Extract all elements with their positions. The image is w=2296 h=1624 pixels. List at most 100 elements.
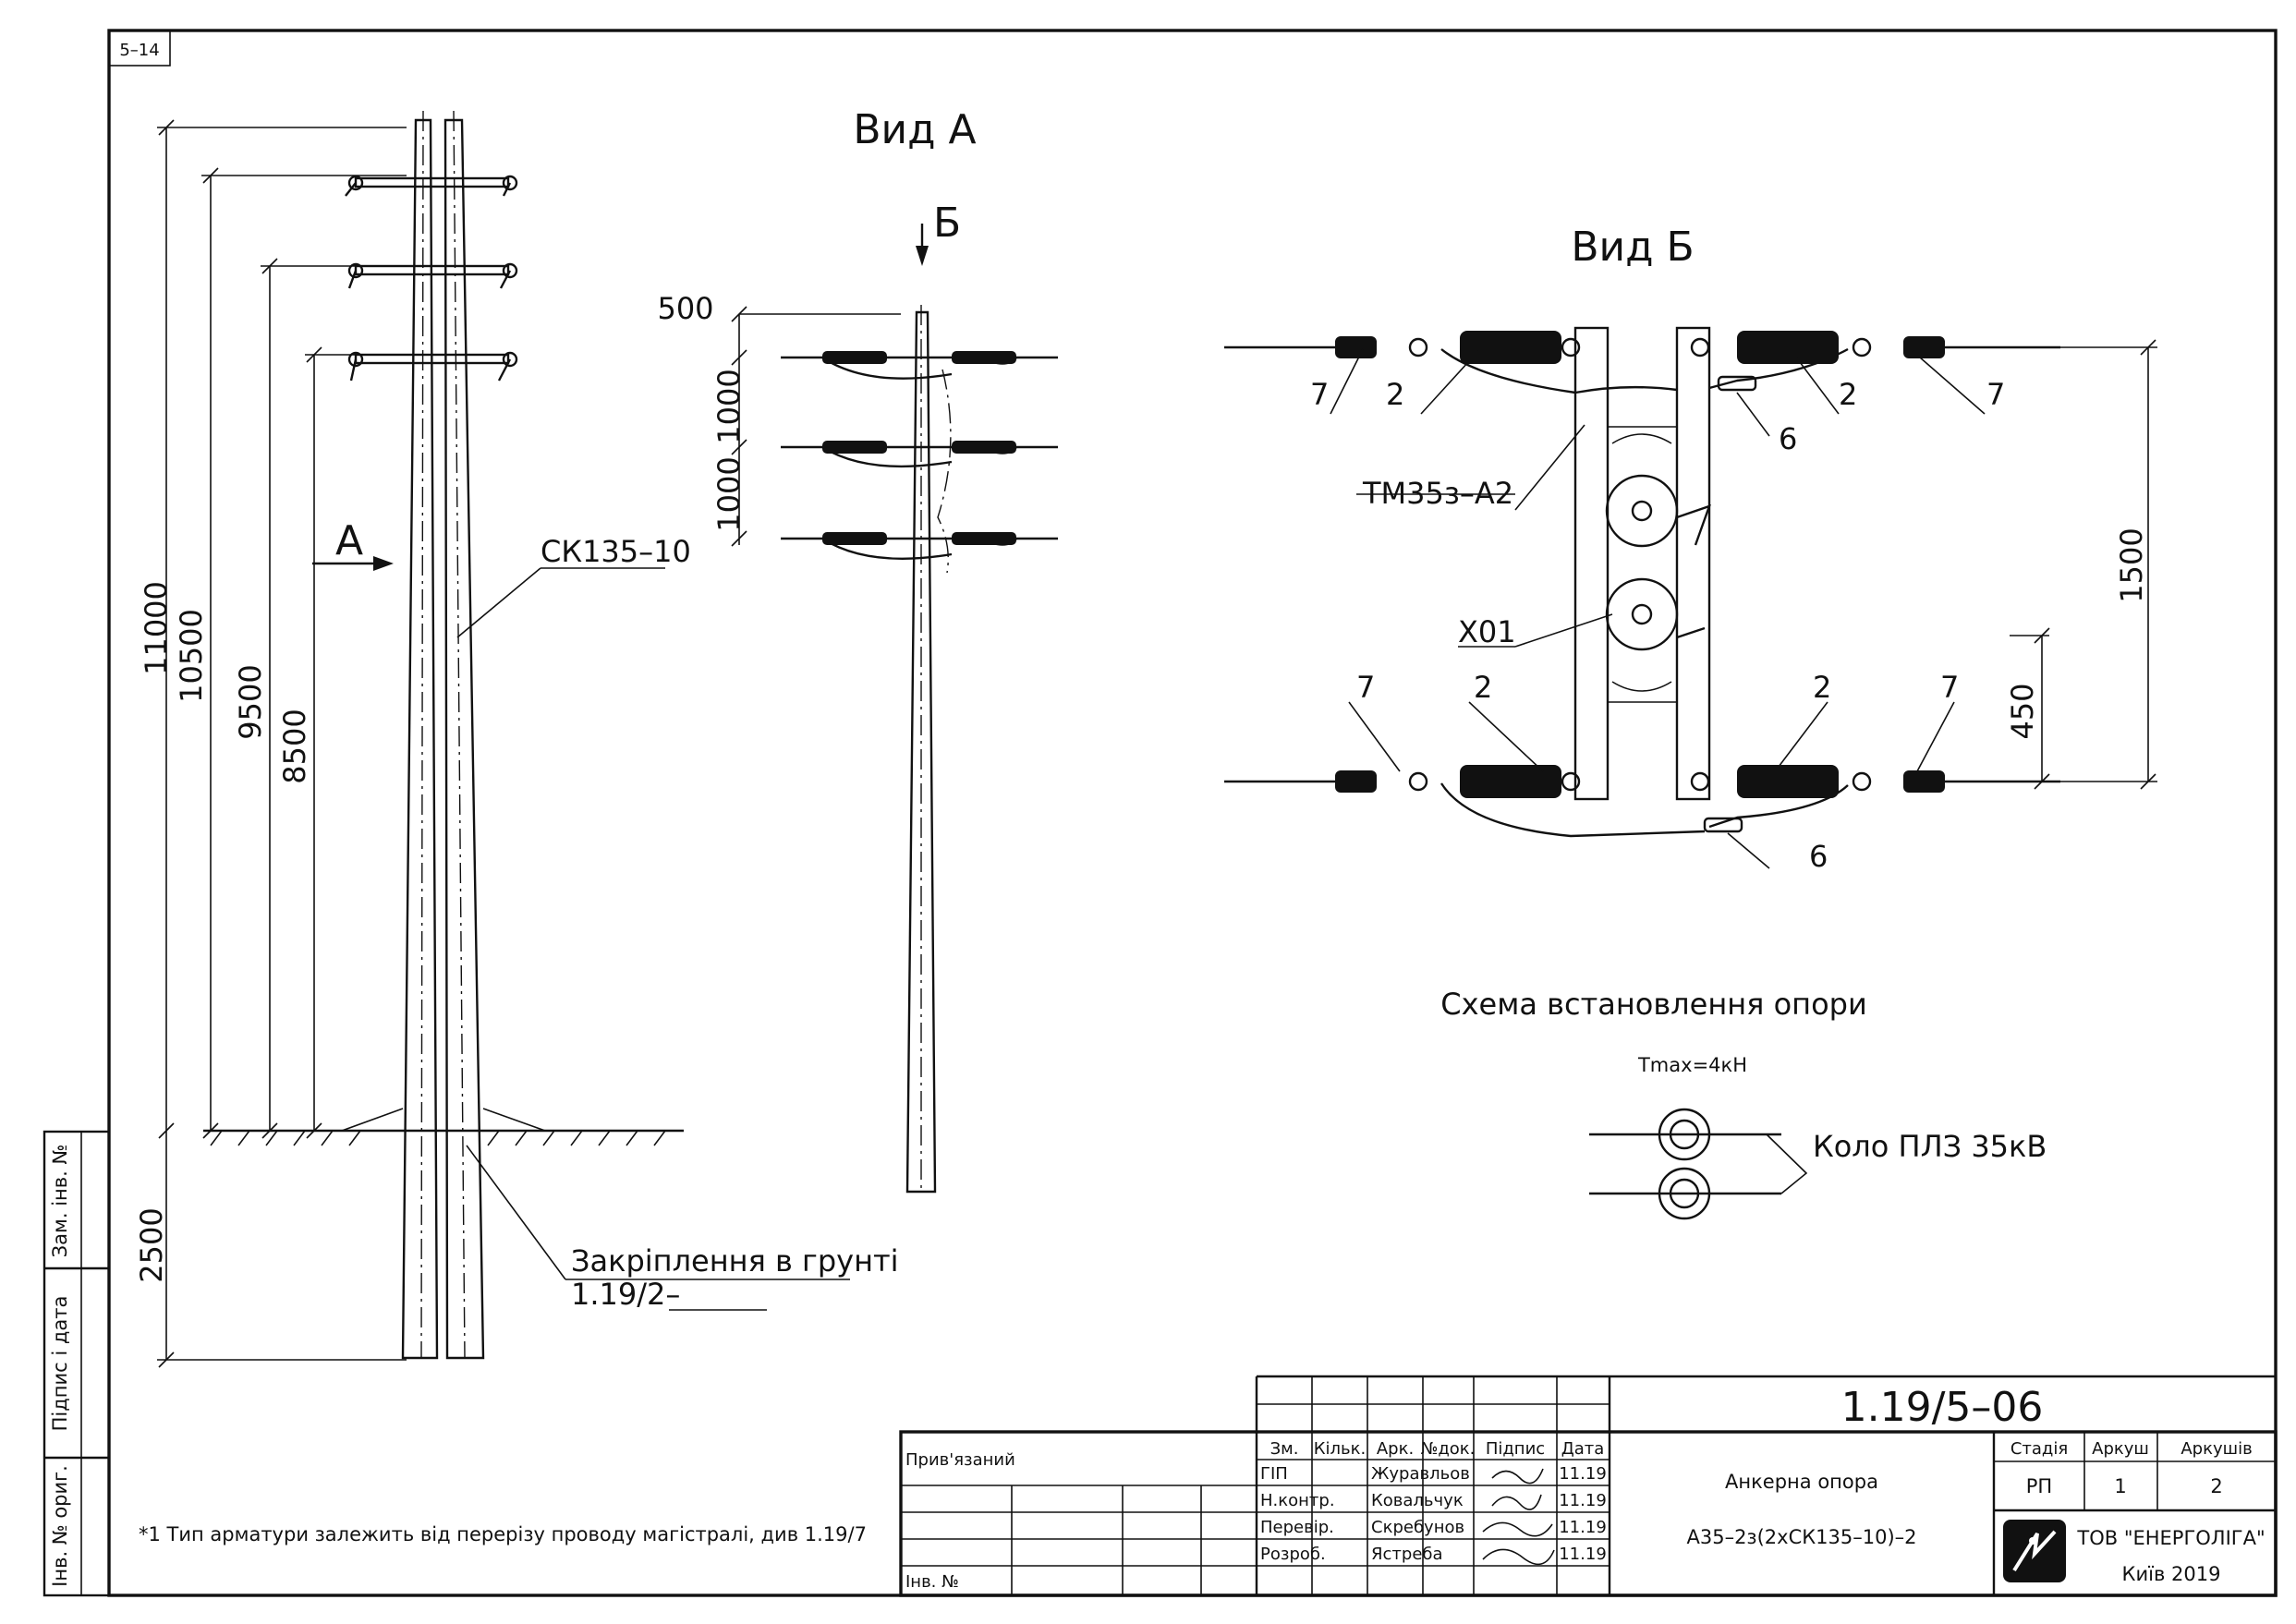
title-block: Прив'язаний Інв. № Зм. Кільк. Арк. №док.…	[899, 1375, 2278, 1597]
part-7-top-left: 7	[1310, 377, 1329, 412]
sheet-code: 5–14	[119, 41, 159, 60]
signature-mark	[1482, 1521, 1553, 1537]
part-2-bottom-left: 2	[1474, 670, 1492, 705]
part-7-top-right: 7	[1986, 377, 2005, 412]
stage-label: Стадія	[2011, 1439, 2068, 1459]
dim-9500: 9500	[233, 664, 268, 739]
company-logo	[2003, 1520, 2066, 1582]
scheme-title: Схема встановлення опори	[1440, 987, 1867, 1022]
dim-1500: 1500	[2114, 527, 2149, 602]
stamp-original-inv: Інв. № ориг.	[49, 1465, 71, 1587]
dim-2500: 2500	[134, 1207, 169, 1282]
view-b-insulators	[1335, 331, 1945, 798]
part-2-top-left: 2	[1386, 377, 1404, 412]
signature-row: ГІП Журавльов 11.19	[1260, 1464, 1607, 1485]
row-name: Ковальчук	[1371, 1491, 1464, 1510]
view-a-dim-1000-upper: 1000	[711, 369, 747, 443]
view-b-title: Вид Б	[1571, 224, 1694, 271]
sheet-label: Аркуш	[2092, 1439, 2149, 1459]
city-year: Київ 2019	[2122, 1563, 2221, 1585]
row-date: 11.19	[1559, 1518, 1607, 1537]
view-b-section-marker: Б	[933, 200, 961, 247]
doc-number: 1.19/5–06	[1841, 1384, 2044, 1431]
anchoring-label: Закріплення в грунті	[571, 1243, 899, 1279]
row-date: 11.19	[1559, 1464, 1607, 1484]
left-stamp: Зам. інв. № Підпис і дата Інв. № ориг.	[43, 1130, 111, 1597]
view-a-marker: А	[335, 517, 363, 564]
disconnector-label: Х01	[1458, 614, 1516, 649]
stamp-replaced-inv: Зам. інв. №	[49, 1145, 71, 1258]
attached-label: Прив'язаний	[905, 1450, 1015, 1470]
pole-dimension-lines	[157, 119, 407, 1368]
sheets-label: Аркушів	[2181, 1439, 2252, 1459]
header-date: Дата	[1561, 1439, 1605, 1459]
view-a-dim-500: 500	[657, 291, 713, 326]
part-2-top-right: 2	[1839, 377, 1857, 412]
view-a-dim-1000-lower: 1000	[711, 456, 747, 531]
revision-grid	[901, 1376, 1610, 1595]
header-change: Зм.	[1270, 1439, 1299, 1459]
inv-label: Інв. №	[905, 1572, 959, 1592]
view-b-dimension-lines	[2010, 339, 2157, 790]
view-b-post-right	[1675, 326, 1711, 801]
header-sheet: Арк.	[1377, 1439, 1414, 1459]
signature-row: Н.контр. Ковальчук 11.19	[1260, 1491, 1607, 1510]
crossarm-bottom	[347, 351, 518, 382]
row-name: Журавльов	[1371, 1464, 1470, 1484]
scheme-pole-lower	[1658, 1167, 1711, 1220]
crossarm-middle	[347, 262, 518, 289]
installation-scheme: Схема встановлення опори Tmax=4кН Коло П…	[1440, 987, 2047, 1220]
row-role: Н.контр.	[1260, 1491, 1335, 1510]
header-doc-no: №док.	[1421, 1439, 1476, 1459]
scheme-pole-upper	[1658, 1108, 1711, 1161]
disconnector-x01	[1605, 433, 1711, 692]
signature-mark	[1491, 1468, 1544, 1485]
row-role: Перевір.	[1260, 1518, 1334, 1537]
pole-post-right	[443, 118, 485, 1360]
header-signature: Підпис	[1486, 1439, 1545, 1459]
signature-row: Перевір. Скребунов 11.19	[1260, 1518, 1607, 1537]
signature-mark	[1482, 1548, 1555, 1566]
signature-mark	[1491, 1494, 1542, 1510]
dim-11000: 11000	[139, 581, 174, 675]
footnote: *1 Тип арматури залежить від перерізу пр…	[139, 1523, 867, 1545]
part-2-bottom-right: 2	[1813, 670, 1831, 705]
view-a: Вид А Б 500 1000 1000	[657, 106, 1058, 1194]
row-date: 11.19	[1559, 1545, 1607, 1564]
view-b-leaders	[1330, 348, 1986, 869]
company-name: ТОВ "ЕНЕРГОЛІГА"	[2076, 1527, 2265, 1549]
row-name: Скребунов	[1371, 1518, 1464, 1537]
dim-8500: 8500	[277, 709, 312, 783]
row-name: Ястреба	[1371, 1545, 1443, 1564]
view-b: Вид Б	[1224, 224, 2157, 874]
sheets-value: 2	[2210, 1475, 2222, 1497]
view-a-insulator-strings	[781, 356, 1058, 560]
anchoring-ref: 1.19/2–	[571, 1277, 680, 1312]
view-b-conductors	[1224, 345, 2060, 838]
pole-type-label: СК135–10	[541, 534, 691, 569]
crossarm-top	[345, 175, 518, 197]
part-6-top: 6	[1779, 421, 1797, 456]
row-date: 11.19	[1559, 1491, 1607, 1510]
row-role: Розроб.	[1260, 1545, 1326, 1564]
part-7-bottom-right: 7	[1940, 670, 1959, 705]
object-name: Анкерна опора	[1725, 1471, 1878, 1493]
dim-10500: 10500	[174, 609, 209, 703]
object-code: А35–2з(2хСК135–10)–2	[1686, 1526, 1916, 1548]
traverse-label: ТМ35з–А2	[1362, 476, 1513, 511]
pole-post-left	[401, 118, 439, 1360]
view-a-title: Вид А	[853, 106, 976, 153]
ground-hatch	[210, 1130, 666, 1146]
view-a-dimension-lines	[731, 306, 901, 547]
row-role: ГІП	[1260, 1464, 1288, 1484]
stage-value: РП	[2026, 1475, 2052, 1497]
view-b-clamps	[1408, 337, 1872, 833]
view-b-post-left	[1573, 326, 1610, 801]
scheme-tension: Tmax=4кН	[1637, 1054, 1747, 1076]
view-a-insulators	[822, 351, 1016, 545]
view-a-pole	[905, 310, 937, 1194]
scheme-circuit-label: Коло ПЛЗ 35кВ	[1813, 1129, 2047, 1164]
part-6-bottom: 6	[1809, 839, 1828, 874]
header-qty: Кільк.	[1314, 1439, 1367, 1459]
